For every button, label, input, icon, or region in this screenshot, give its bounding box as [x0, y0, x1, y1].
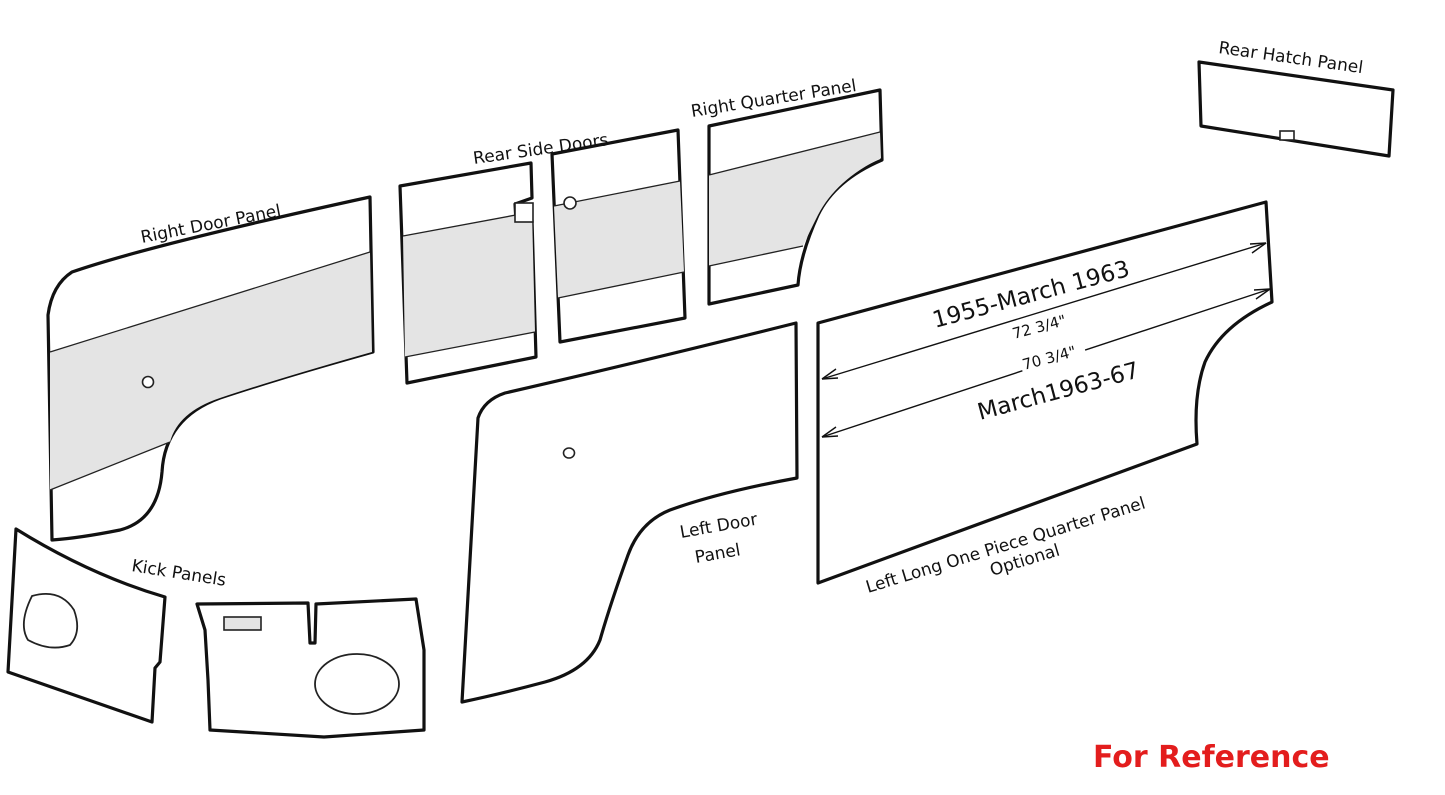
kick-panel-right: Kick Panels	[130, 556, 426, 739]
left-long-quarter-panel: 1955-March 1963 72 3/4" 70 3/4" March196…	[816, 200, 1274, 598]
rear-hatch-panel: Rear Hatch Panel	[1197, 38, 1395, 158]
kick-panels-label: Kick Panels	[130, 556, 227, 591]
right-door-panel: Right Door Panel	[46, 195, 375, 542]
rear-side-door-left	[398, 161, 538, 385]
left-door-panel-label: Left Door	[678, 510, 759, 543]
kick-panel-left	[6, 527, 167, 724]
reference-note: For Reference	[1093, 740, 1330, 775]
left-door-panel: Left Door Panel	[460, 321, 799, 704]
left-door-panel-label-2: Panel	[693, 540, 742, 568]
dimension-arrow-early	[821, 242, 1267, 380]
right-quarter-panel: Right Quarter Panel	[690, 76, 884, 306]
